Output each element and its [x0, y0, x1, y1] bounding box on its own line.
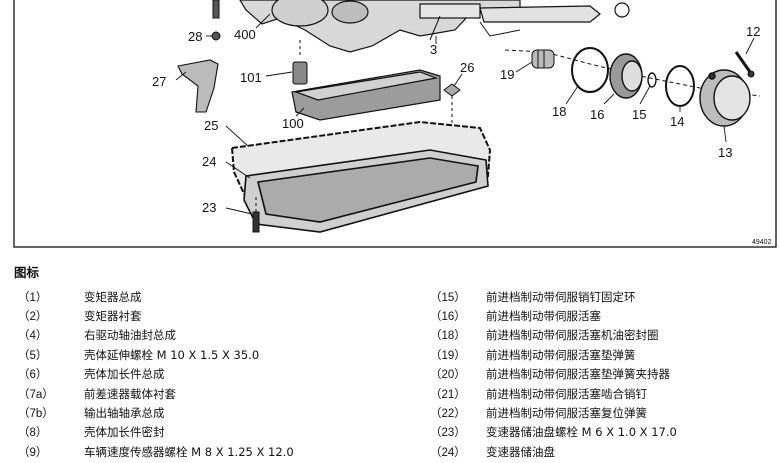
legend-item-number: （23） [430, 427, 466, 440]
legend-item-number: （6） [18, 369, 48, 382]
legend-item: （15） 前进档制动带伺服销钉固定环 [430, 287, 677, 306]
part-16 [609, 53, 643, 99]
legend-item: （24） 变速器储油盘 [430, 442, 677, 461]
legend-item: （1） 变矩器总成 [18, 287, 294, 306]
legend-item: （19） 前进档制动带伺服活塞垫弹簧 [430, 345, 677, 364]
part-13 [699, 69, 751, 127]
legend-item-description: 壳体延伸螺栓 M 10 X 1.5 X 35.0 [84, 347, 260, 362]
legend-item: （6） 壳体加长件总成 [18, 365, 294, 384]
callout-14: 14 [670, 114, 684, 129]
figure-code: 49402 [752, 239, 772, 246]
callout-3: 3 [430, 42, 437, 57]
legend-item: （2） 变矩器衬套 [18, 306, 294, 325]
legend-item: （22） 前进档制动带伺服活塞复位弹簧 [430, 403, 677, 422]
part-12 [734, 51, 755, 78]
legend-item-description: 变矩器总成 [84, 289, 142, 304]
legend-left-column: （1） 变矩器总成 （2） 变矩器衬套 （4） 右驱动轴油封总成 （5） 壳体延伸螺栓 M 1… [18, 287, 294, 463]
transmission-case [239, 0, 630, 53]
oil-pan-24 [243, 149, 489, 233]
callout-101: 101 [240, 70, 262, 85]
legend-item: （4） 右驱动轴油封总成 [18, 326, 294, 345]
legend-item-number: （7a） [18, 388, 54, 401]
legend-item-number: （1） [18, 291, 48, 304]
legend-item-number: （9） [18, 446, 48, 459]
legend-right-column: （15） 前进档制动带伺服销钉固定环 （16） 前进档制动带伺服活塞 （18） 前进档制动… [430, 287, 677, 463]
exploded-view-diagram: 28 400 3 27 101 100 26 25 24 23 12 19 18… [13, 0, 777, 248]
filter-100 [291, 69, 441, 121]
callout-400: 400 [234, 27, 256, 42]
callout-27: 27 [152, 74, 166, 89]
callout-labels: 28 400 3 27 101 100 26 25 24 23 12 19 18… [152, 24, 772, 246]
callout-100: 100 [282, 116, 304, 131]
callout-23: 23 [202, 200, 216, 215]
legend-item-number: （22） [430, 408, 466, 421]
legend-item: （23） 变速器储油盘螺栓 M 6 X 1.0 X 17.0 [430, 423, 677, 442]
legend-item-description: 前进档制动带伺服活塞啮合销钉 [486, 386, 647, 401]
callout-16: 16 [590, 107, 604, 122]
part-14 [665, 65, 695, 107]
legend-item-description: 变矩器衬套 [84, 309, 142, 324]
legend-item: （7a） 前差速器载体衬套 [18, 384, 294, 403]
legend-item-number: （4） [18, 330, 48, 343]
callout-24: 24 [202, 154, 216, 169]
legend-item-number: （21） [430, 388, 466, 401]
legend-item-description: 前进档制动带伺服活塞 [486, 309, 601, 324]
legend-item-description: 前进档制动带伺服活塞垫弹簧夹持器 [486, 367, 670, 382]
legend-item-description: 前进档制动带伺服销钉固定环 [486, 289, 636, 304]
part-19 [531, 49, 555, 69]
legend-item-number: （7b） [18, 408, 54, 421]
legend-item-description: 前进档制动带伺服活塞垫弹簧 [486, 347, 636, 362]
legend-item: （7b） 输出轴轴承总成 [18, 403, 294, 422]
legend-item-description: 壳体加长件总成 [84, 367, 165, 382]
legend-title: 图标 [14, 265, 40, 280]
callout-19: 19 [500, 67, 514, 82]
legend-item-number: （5） [18, 349, 48, 362]
legend-item: （20） 前进档制动带伺服活塞垫弹簧夹持器 [430, 365, 677, 384]
legend-item-number: （24） [430, 446, 466, 459]
bolt-23 [252, 196, 260, 233]
legend-item: （9） 车辆速度传感器螺栓 M 8 X 1.25 X 12.0 [18, 442, 294, 461]
legend-item-description: 变速器储油盘螺栓 M 6 X 1.0 X 17.0 [486, 425, 677, 440]
callout-18: 18 [552, 104, 566, 119]
callout-26: 26 [460, 60, 474, 75]
legend-item-description: 前差速器载体衬套 [84, 386, 176, 401]
legend-item-description: 右驱动轴油封总成 [84, 328, 176, 343]
part-27 [177, 59, 219, 113]
legend-item: （8） 壳体加长件密封 [18, 423, 294, 442]
callout-15: 15 [632, 107, 646, 122]
legend-item-number: （2） [18, 311, 48, 324]
legend-item-description: 前进档制动带伺服活塞复位弹簧 [486, 406, 647, 421]
legend-item: （5） 壳体延伸螺栓 M 10 X 1.5 X 35.0 [18, 345, 294, 364]
bolt-28 [211, 0, 221, 41]
legend-item-number: （19） [430, 349, 466, 362]
legend-item-description: 前进档制动带伺服活塞机油密封圈 [486, 328, 659, 343]
legend-item-description: 车辆速度传感器螺栓 M 8 X 1.25 X 12.0 [84, 444, 294, 459]
part-15 [647, 72, 657, 88]
part-18 [571, 47, 609, 93]
legend-item-number: （20） [430, 369, 466, 382]
callout-25: 25 [204, 118, 218, 133]
callout-28: 28 [188, 29, 202, 44]
part-101 [292, 40, 308, 85]
legend-item-number: （16） [430, 311, 466, 324]
legend-item-number: （8） [18, 427, 48, 440]
callout-13: 13 [718, 145, 732, 160]
callout-12: 12 [746, 24, 760, 39]
legend-item-number: （15） [430, 291, 466, 304]
legend-item: （16） 前进档制动带伺服活塞 [430, 306, 677, 325]
legend-item-number: （18） [430, 330, 466, 343]
figure-frame [13, 0, 777, 248]
legend-item-description: 变速器储油盘 [486, 444, 555, 459]
legend-item: （18） 前进档制动带伺服活塞机油密封圈 [430, 326, 677, 345]
legend-item-description: 输出轴轴承总成 [84, 406, 165, 421]
legend-item-description: 壳体加长件密封 [84, 425, 165, 440]
legend-item: （21） 前进档制动带伺服活塞啮合销钉 [430, 384, 677, 403]
